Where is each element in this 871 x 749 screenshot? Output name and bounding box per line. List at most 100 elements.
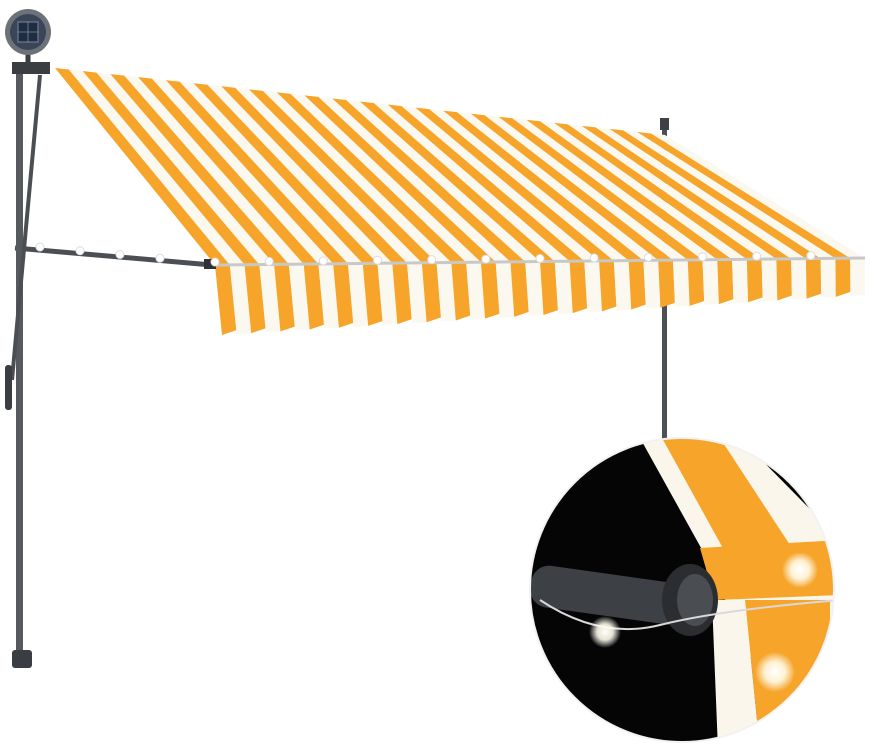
canopy-stripe bbox=[470, 113, 673, 261]
valance-stripe bbox=[480, 261, 500, 319]
valance-stripe bbox=[805, 258, 822, 299]
valance-stripe bbox=[702, 259, 719, 305]
valance-stripe bbox=[732, 259, 749, 304]
valance-stripe bbox=[451, 262, 471, 321]
valance-stripe bbox=[776, 258, 792, 301]
led-bulb bbox=[210, 257, 220, 267]
right-pole-cap bbox=[660, 118, 669, 130]
valance-stripe bbox=[613, 260, 632, 311]
led-bulb bbox=[35, 242, 45, 252]
valance-stripe bbox=[436, 262, 456, 322]
canopy-stripe bbox=[567, 124, 777, 260]
valance-stripe bbox=[835, 258, 851, 297]
canopy-stripe bbox=[82, 71, 260, 265]
valance-stripe bbox=[791, 258, 807, 300]
valance-stripe bbox=[215, 264, 237, 335]
valance-stripe bbox=[229, 264, 252, 335]
valance-stripe bbox=[569, 261, 588, 314]
valance-stripe bbox=[554, 261, 573, 315]
led-string bbox=[35, 242, 816, 267]
valance-stripe bbox=[303, 263, 325, 330]
valance-stripe bbox=[525, 261, 544, 316]
support-arm bbox=[14, 245, 213, 268]
canopy-stripe bbox=[484, 115, 688, 261]
led-bulb bbox=[698, 252, 707, 262]
canopy-stripe bbox=[193, 83, 378, 264]
top-bracket bbox=[12, 62, 50, 74]
led-bulb bbox=[373, 255, 382, 265]
canopy-stripe bbox=[595, 127, 806, 259]
canopy-stripe bbox=[124, 75, 304, 265]
canopy-stripe bbox=[387, 104, 585, 262]
canopy-stripe bbox=[304, 95, 496, 263]
canopy-stripe bbox=[235, 87, 422, 263]
led-bulb bbox=[752, 251, 762, 261]
led-bulb bbox=[806, 251, 816, 261]
valance-stripe bbox=[347, 263, 369, 327]
canopy-stripe bbox=[623, 130, 836, 259]
canopy-stripe bbox=[609, 128, 821, 259]
valance-stripe bbox=[288, 264, 310, 331]
led-bulb bbox=[155, 253, 165, 263]
canopy-stripe bbox=[276, 92, 467, 263]
canopy-stripe bbox=[68, 69, 245, 265]
valance-stripe bbox=[820, 258, 836, 298]
valance-stripe bbox=[584, 260, 602, 313]
canopy-stripe bbox=[110, 74, 289, 265]
canopy-stripe bbox=[526, 119, 733, 260]
canopy-stripe bbox=[651, 133, 865, 259]
valance-stripe bbox=[274, 264, 296, 332]
crank-rod bbox=[10, 74, 42, 381]
awning-canopy bbox=[55, 68, 865, 265]
arm-end-cap bbox=[204, 259, 216, 269]
led-bulb bbox=[264, 256, 274, 266]
valance-stripe bbox=[259, 264, 281, 333]
led-bulb bbox=[427, 255, 437, 265]
canopy-stripe bbox=[415, 107, 614, 261]
canopy-stripe bbox=[179, 81, 363, 264]
canopy-stripe bbox=[429, 109, 629, 261]
led-detail-inset bbox=[530, 438, 834, 742]
led-bulb bbox=[589, 253, 599, 263]
valance-stripe bbox=[495, 261, 515, 318]
canopy-stripe bbox=[290, 93, 481, 263]
canopy-stripe bbox=[581, 125, 792, 259]
canopy-stripe bbox=[249, 89, 437, 263]
valance-stripe bbox=[746, 259, 763, 303]
valance-stripe bbox=[244, 264, 266, 334]
canopy-stripe bbox=[637, 131, 851, 259]
canopy-stripe bbox=[498, 116, 703, 260]
canopy-stripe bbox=[443, 110, 644, 261]
canopy-stripe bbox=[138, 77, 319, 265]
canopy-stripe bbox=[55, 68, 230, 265]
valance-stripe bbox=[392, 262, 412, 325]
canopy-stripe bbox=[96, 72, 275, 265]
valance-stripe bbox=[540, 261, 559, 315]
valance-stripe bbox=[717, 259, 734, 305]
valance-stripe bbox=[672, 259, 690, 307]
canopy-stripe bbox=[360, 101, 555, 262]
led-bulb bbox=[75, 246, 85, 256]
awning-valance bbox=[215, 258, 865, 335]
pole-foot bbox=[12, 650, 32, 668]
valance-stripe bbox=[318, 263, 339, 329]
inset-border bbox=[529, 437, 835, 743]
valance-stripe bbox=[421, 262, 442, 323]
canopy-stripe bbox=[332, 98, 526, 262]
valance-stripe bbox=[643, 260, 661, 309]
canopy-stripe bbox=[373, 103, 570, 262]
canopy-stripe bbox=[401, 106, 600, 262]
valance-stripe bbox=[599, 260, 617, 312]
valance-stripe bbox=[333, 263, 354, 328]
led-bulb bbox=[318, 256, 328, 266]
led-bulb bbox=[643, 252, 653, 262]
valance-stripe bbox=[407, 262, 427, 324]
valance-stripe bbox=[466, 262, 486, 320]
valance-stripe bbox=[687, 259, 705, 306]
crank-handle bbox=[5, 365, 12, 410]
canopy-stripe bbox=[318, 96, 511, 262]
led-bulb bbox=[481, 254, 491, 264]
canopy-stripe bbox=[152, 78, 334, 264]
valance-stripe bbox=[628, 260, 646, 310]
canopy-stripe bbox=[346, 99, 540, 262]
